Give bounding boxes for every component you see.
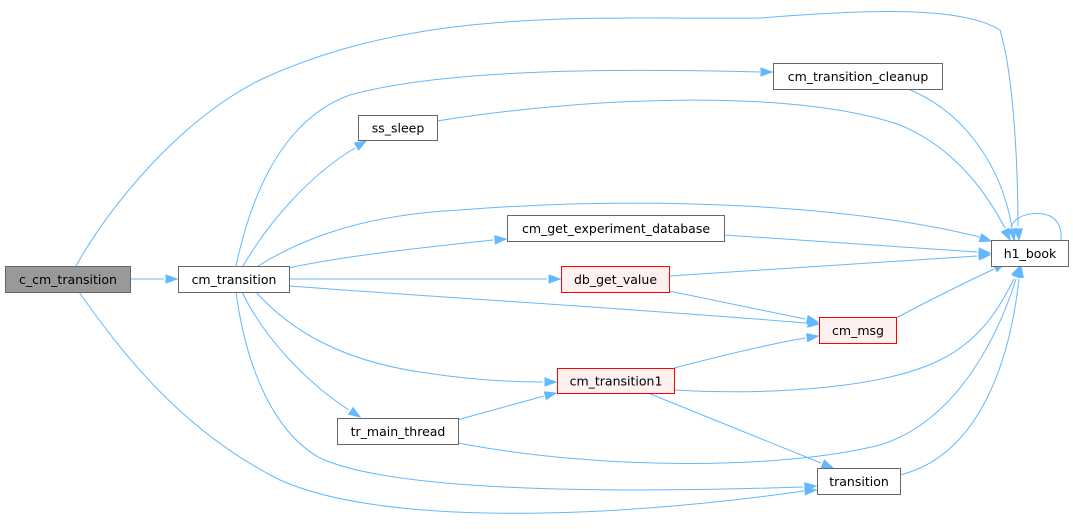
arrowhead-icon — [760, 67, 774, 77]
edge-cm_transition-to-cm_get_experiment_database — [287, 235, 508, 269]
edge-db_get_value-to-cm_msg — [668, 290, 820, 325]
node-label: cm_transition_cleanup — [788, 69, 929, 84]
arrowhead-icon — [353, 140, 368, 151]
edge-line — [235, 69, 761, 267]
edge-c_cm_transition-to-h1_book — [75, 10, 1023, 267]
edge-tr_main_thread-to-h1_book — [457, 264, 1022, 464]
node-label: tr_main_thread — [351, 424, 446, 439]
node-label: db_get_value — [574, 272, 657, 287]
edge-cm_transition-to-cm_msg — [288, 285, 821, 328]
edge-db_get_value-to-h1_book — [668, 251, 992, 277]
node-ss-sleep[interactable]: ss_sleep — [358, 115, 438, 141]
node-cm-msg[interactable]: cm_msg — [819, 317, 897, 344]
node-db-get-value[interactable]: db_get_value — [561, 266, 670, 293]
edge-line — [241, 291, 350, 411]
edge-c_cm_transition-to-transition — [78, 291, 818, 514]
edge-line — [436, 99, 1006, 229]
edge-cm_transition-to-transition — [235, 291, 818, 492]
node-cm-transition-cleanup[interactable]: cm_transition_cleanup — [773, 63, 943, 90]
edge-cm_transition-to-cm_transition_cleanup — [235, 67, 774, 267]
edge-cm_transition_cleanup-to-h1_book — [907, 88, 1017, 242]
edge-line — [255, 291, 544, 383]
node-label: cm_msg — [832, 323, 884, 338]
arrowhead-icon — [544, 377, 558, 387]
arrowhead-icon — [543, 391, 558, 401]
edge-line — [257, 202, 981, 267]
edge-line — [78, 291, 805, 514]
edges-layer — [75, 10, 1070, 514]
arrowhead-icon — [805, 314, 820, 325]
arrowhead-icon — [1007, 227, 1017, 242]
edge-cm_transition1-to-transition — [647, 392, 835, 469]
edge-cm_msg-to-h1_book — [895, 262, 1007, 319]
arrowhead-icon — [548, 274, 562, 284]
edge-line — [723, 234, 978, 253]
node-label: ss_sleep — [372, 121, 425, 136]
edge-line — [673, 337, 806, 369]
node-cm-transition[interactable]: cm_transition — [178, 266, 290, 293]
edge-cm_transition-to-tr_main_thread — [241, 291, 362, 418]
node-label: h1_book — [1004, 246, 1057, 261]
node-c-cm-transition[interactable]: c_cm_transition — [5, 266, 131, 293]
edge-line — [895, 268, 995, 319]
edge-line — [673, 278, 1015, 393]
edge-cm_transition-to-cm_transition1 — [255, 291, 558, 387]
node-box[interactable] — [178, 266, 290, 293]
edge-line — [647, 392, 822, 464]
arrowhead-icon — [347, 406, 362, 418]
edge-line — [288, 285, 807, 324]
node-box[interactable] — [991, 240, 1069, 267]
node-box[interactable] — [507, 215, 725, 242]
edge-line — [235, 291, 804, 491]
edge-tr_main_thread-to-cm_transition1 — [456, 391, 558, 421]
edge-line — [668, 290, 806, 320]
arrowhead-icon — [804, 482, 818, 492]
node-label: cm_get_experiment_database — [522, 221, 710, 236]
edge-line — [907, 88, 1013, 228]
edge-ss_sleep-to-h1_book — [436, 99, 1011, 242]
node-box[interactable] — [358, 115, 438, 141]
arrowhead-icon — [1014, 264, 1024, 279]
node-transition[interactable]: transition — [817, 468, 901, 495]
node-box[interactable] — [561, 266, 670, 293]
edge-cm_transition-to-h1_book — [257, 202, 993, 267]
arrowhead-icon — [165, 274, 179, 284]
arrowhead-icon — [1013, 228, 1023, 242]
edge-line — [456, 395, 545, 421]
node-cm-get-experiment-database[interactable]: cm_get_experiment_database — [507, 215, 725, 242]
arrowhead-icon — [1000, 227, 1011, 242]
arrowhead-icon — [978, 233, 993, 243]
arrowhead-icon — [805, 333, 820, 343]
node-label: cm_transition1 — [570, 374, 663, 389]
edge-line — [75, 10, 1019, 267]
edge-c_cm_transition-to-cm_transition — [130, 274, 179, 284]
node-label: c_cm_transition — [19, 272, 117, 287]
edge-transition-to-h1_book — [899, 264, 1024, 476]
edge-line — [457, 278, 1017, 464]
node-label: cm_transition — [192, 272, 277, 287]
node-box[interactable] — [819, 317, 897, 344]
node-cm-transition1[interactable]: cm_transition1 — [557, 368, 675, 394]
arrowhead-icon — [978, 251, 992, 261]
edge-line — [287, 239, 494, 269]
edge-cm_get_experiment_database-to-h1_book — [723, 234, 992, 257]
nodes-layer: c_cm_transition cm_transition cm_transitio… — [5, 63, 1069, 495]
node-box[interactable] — [817, 468, 901, 495]
arrowhead-icon — [494, 235, 508, 245]
node-box[interactable] — [337, 418, 459, 445]
node-label: transition — [829, 474, 889, 489]
edge-line — [899, 278, 1020, 476]
node-h1-book[interactable]: h1_book — [991, 240, 1069, 267]
arrowhead-icon — [820, 459, 835, 469]
edge-cm_transition1-to-cm_msg — [673, 333, 820, 369]
node-box[interactable] — [773, 63, 943, 90]
edge-line — [242, 147, 356, 267]
node-tr-main-thread[interactable]: tr_main_thread — [337, 418, 459, 445]
node-box[interactable] — [557, 368, 675, 394]
edge-line — [668, 255, 978, 277]
node-box[interactable] — [5, 266, 131, 293]
edge-cm_transition-to-ss_sleep — [242, 140, 368, 267]
edge-cm_transition-to-db_get_value — [289, 274, 562, 284]
